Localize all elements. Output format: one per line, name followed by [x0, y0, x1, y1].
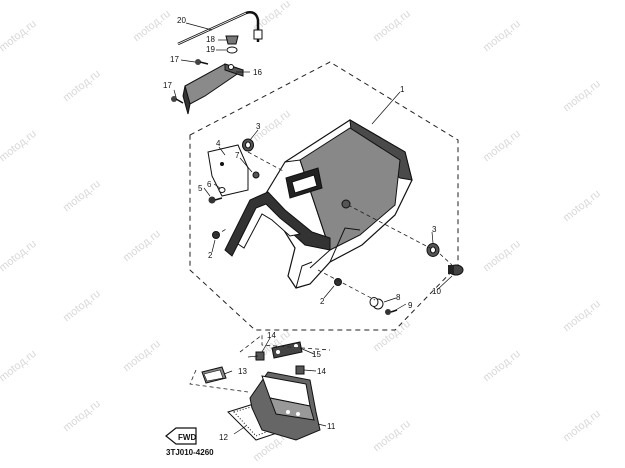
mount-hole: [341, 199, 351, 209]
box-part-11: [249, 371, 321, 441]
leader-lines: [173, 22, 453, 435]
collar-part-8: [369, 297, 384, 310]
grommet-part-18: [225, 35, 239, 45]
bracket-part-16: [182, 63, 245, 115]
bolt-part-17-side: [171, 96, 184, 104]
callout-19: 19: [206, 45, 215, 54]
callout-2-bottom: 2: [320, 297, 325, 306]
callout-3-side: 3: [432, 225, 437, 234]
bolt-part-5: [208, 196, 223, 204]
assembly-lines: [215, 151, 453, 301]
callout-14-top: 14: [267, 331, 276, 340]
callout-10: 10: [432, 287, 441, 296]
front-arrow-icon: [165, 427, 197, 445]
callout-5: 5: [198, 184, 203, 193]
lower-group-outline: [189, 369, 249, 393]
damper-part-3-top: [242, 138, 254, 152]
drawing-code: 3TJ010-4260: [166, 448, 214, 457]
callout-2-left: 2: [208, 251, 213, 260]
nut-part-7: [252, 171, 260, 179]
callout-17-top: 17: [170, 55, 179, 64]
callout-12: 12: [219, 433, 228, 442]
tail-cover-part-1: [261, 119, 413, 289]
callout-14-side: 14: [317, 367, 326, 376]
assembly-boundary: [189, 61, 459, 331]
bolt-part-17-top: [195, 59, 209, 65]
nut-part-14-side: [295, 365, 305, 375]
damper-part-3-side: [426, 243, 440, 257]
callout-20: 20: [177, 16, 186, 25]
callout-11: 11: [327, 422, 336, 431]
washer-part-6: [218, 187, 226, 193]
grab-rail: [224, 191, 331, 257]
callout-1: 1: [400, 85, 405, 94]
callout-6: 6: [207, 180, 212, 189]
callout-16: 16: [253, 68, 262, 77]
pad-part-13: [201, 366, 227, 384]
callout-15: 15: [312, 350, 321, 359]
callout-3-top: 3: [256, 122, 261, 131]
collar-part-2-bottom: [334, 278, 342, 286]
callout-9: 9: [408, 301, 413, 310]
front-arrow-label: FWD: [178, 433, 196, 442]
callout-18: 18: [206, 35, 215, 44]
callout-8: 8: [396, 293, 401, 302]
strap-part-15: [271, 341, 303, 359]
callout-7: 7: [235, 151, 240, 160]
callout-17-side: 17: [163, 81, 172, 90]
cable-part-20: [177, 11, 263, 46]
washer-part-19: [226, 46, 238, 54]
screw-part-10: [448, 264, 464, 276]
lower-group-outline: [239, 334, 331, 353]
bracket-part-4: [207, 144, 249, 197]
callout-4: 4: [216, 139, 221, 148]
callout-13: 13: [238, 367, 247, 376]
